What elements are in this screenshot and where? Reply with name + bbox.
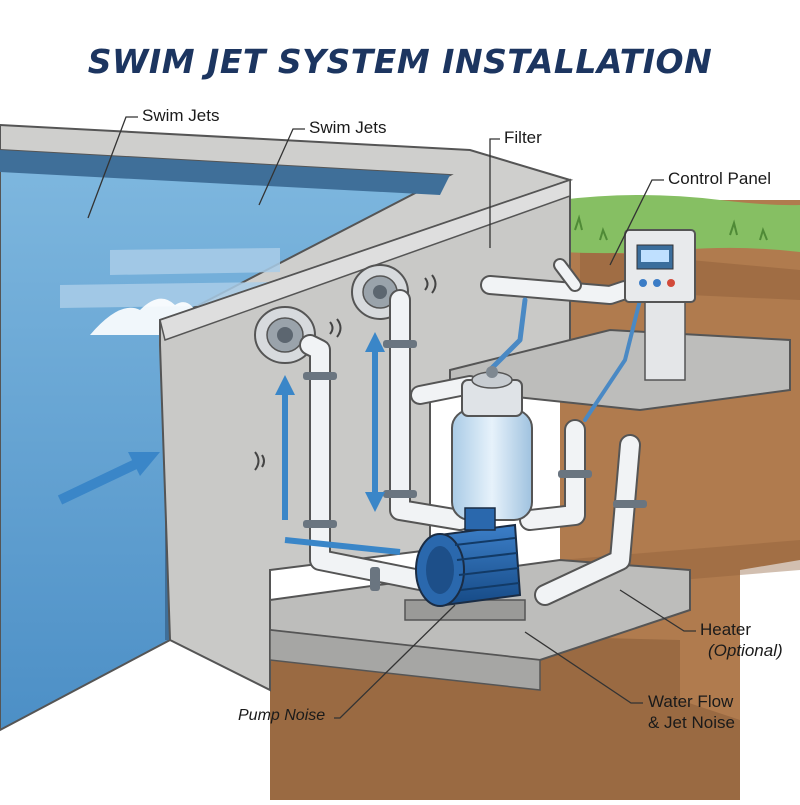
concrete-wall	[159, 178, 571, 692]
jet-flow-arrowheads	[275, 332, 385, 512]
label-swim-jets-left: Swim Jets	[142, 106, 220, 125]
callout-leaders	[87, 116, 696, 719]
pump-unit	[404, 507, 526, 621]
noise-marks	[254, 274, 437, 471]
filter-unit	[451, 366, 533, 521]
label-heater-optional: (Optional)	[708, 641, 783, 660]
jet-flow-arrows	[282, 345, 401, 555]
label-control-panel: Control Panel	[668, 169, 772, 188]
pipe-clamps	[303, 340, 647, 591]
diagram-title: SWIM JET SYSTEM INSTALLATION	[87, 42, 713, 81]
label-heater: Heater	[700, 620, 752, 639]
label-jet-noise: & Jet Noise	[648, 713, 735, 732]
pipework	[299, 258, 642, 606]
label-filter: Filter	[504, 128, 542, 147]
label-pump-noise: Pump Noise	[238, 707, 326, 724]
label-swim-jets-right: Swim Jets	[309, 118, 387, 137]
label-water-flow: Water Flow	[648, 692, 734, 711]
control-panel-unit	[624, 229, 696, 381]
grass	[560, 195, 800, 254]
swim-jet-left	[254, 306, 316, 364]
